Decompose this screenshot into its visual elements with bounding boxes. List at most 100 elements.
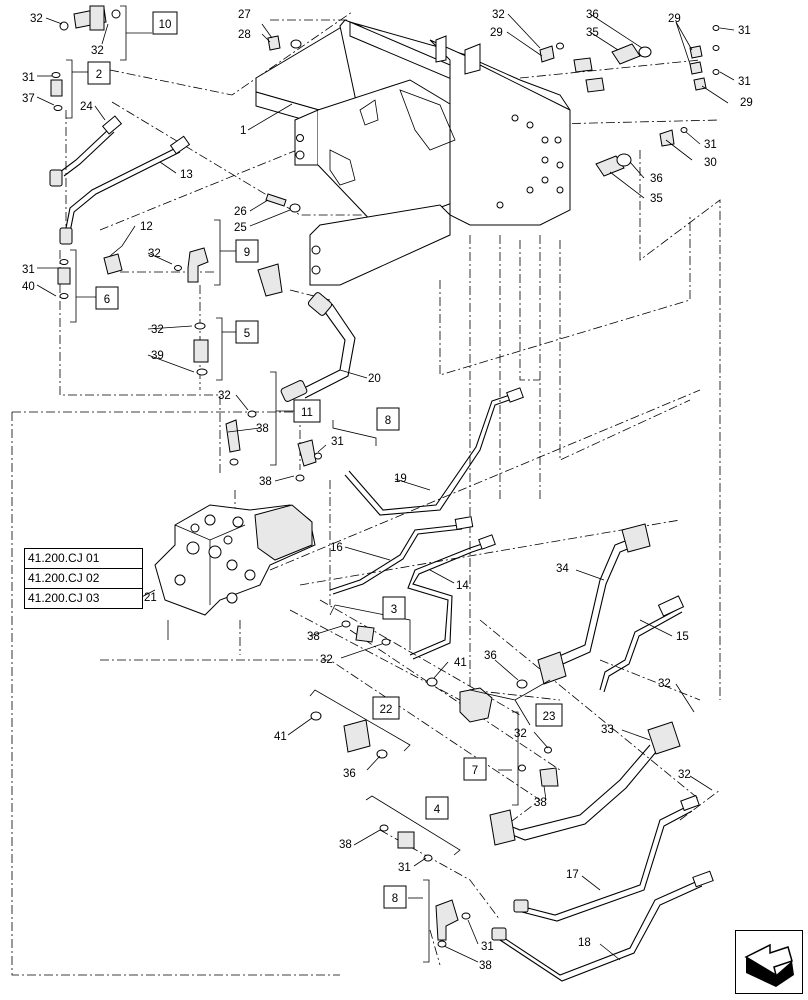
callout-32: 32 [30,13,43,25]
callout-16: 16 [330,542,343,554]
callout-31: 31 [398,862,411,874]
tube-15 [599,595,685,693]
callout-29: 29 [668,13,681,25]
callout-32: 32 [218,390,231,402]
adapter-5 [193,322,209,376]
tube-19 [344,387,524,516]
tube-18 [491,870,714,982]
reference-links: 41.200.CJ 01 41.200.CJ 02 41.200.CJ 03 [24,548,143,609]
callout-38: 38 [479,960,492,972]
callout-20: 20 [368,373,381,385]
callout-28: 28 [238,29,251,41]
hose-20 [257,263,356,402]
callout-12: 12 [140,221,153,233]
callout-31: 31 [481,941,494,953]
callout-38: 38 [307,631,320,643]
box-4: 4 [434,804,441,816]
box-3: 3 [391,604,397,616]
callout-21: 21 [144,592,157,604]
callout-1: 1 [240,125,246,137]
callout-13: 13 [180,169,193,181]
callout-37: 37 [22,93,35,105]
callout-38: 38 [256,423,269,435]
fitting-6 [57,259,71,299]
fitting-10 [59,5,121,31]
elbow-8-bottom [435,899,471,948]
callout-32: 32 [151,324,164,336]
elbow-9 [174,247,209,283]
callout-31: 31 [738,25,751,37]
tube-33 [489,721,681,846]
tube-14 [407,534,496,660]
callout-32: 32 [514,728,527,740]
elbow-8-top [295,439,322,482]
callout-31: 31 [704,139,717,151]
bolt-25-26 [265,193,301,213]
box-8-top: 8 [385,415,391,427]
callout-38: 38 [259,476,272,488]
box-23: 23 [543,711,556,723]
tube-13 [59,135,191,245]
bolt-27-28 [267,35,302,51]
tube-24 [49,115,123,187]
callout-31: 31 [331,436,344,448]
reference-link[interactable]: 41.200.CJ 02 [25,569,142,589]
group-boxes: 10 2 9 6 5 11 8 3 22 23 7 4 8 [87,11,563,909]
callout-36: 36 [343,768,356,780]
callout-26: 26 [234,206,247,218]
reference-link[interactable]: 41.200.CJ 03 [28,591,100,605]
callout-31: 31 [22,264,35,276]
callout-38: 38 [339,839,352,851]
callout-24: 24 [80,101,93,113]
callout-27: 27 [238,9,251,21]
callout-31: 31 [738,76,751,88]
callout-35: 35 [586,27,599,39]
control-valve-21 [154,504,316,616]
callout-29: 29 [740,97,753,109]
callout-32: 32 [91,45,104,57]
callout-15: 15 [676,631,689,643]
mounting-frame [255,19,571,286]
next-page-button[interactable] [735,930,803,994]
callout-14: 14 [456,580,469,592]
callout-36: 36 [650,173,663,185]
callout-32: 32 [320,654,333,666]
box-10: 10 [159,19,172,31]
callout-32: 32 [678,769,691,781]
callout-34: 34 [556,563,569,575]
bracket-lines [66,5,551,963]
callout-25: 25 [234,222,247,234]
fitting-2 [50,72,63,111]
box-6: 6 [104,294,110,306]
callout-numbers: 32 32 31 37 24 13 12 32 31 40 32 39 32 3… [22,9,753,972]
leader-lines [36,13,735,963]
callout-30: 30 [704,157,717,169]
elbow-11 [225,410,257,466]
fitting-3 [341,620,391,646]
box-7: 7 [472,765,478,777]
callout-41: 41 [274,731,287,743]
callout-35: 35 [650,193,663,205]
callout-39: 39 [151,350,164,362]
callout-32: 32 [148,248,161,260]
flanges-35-36 [573,43,652,177]
callout-36: 36 [586,9,599,21]
box-2: 2 [96,69,102,81]
fitting-4 [379,824,433,862]
elbow-7 [518,746,559,787]
callout-38: 38 [534,797,547,809]
callout-32: 32 [658,678,671,690]
callout-19: 19 [394,473,407,485]
tube-16 [329,516,474,595]
next-page-arrow-icon [744,943,794,987]
box-8-bottom: 8 [392,893,398,905]
box-5: 5 [244,328,250,340]
reference-link[interactable]: 41.200.CJ 01 [25,549,142,569]
callout-17: 17 [566,869,579,881]
callout-40: 40 [22,281,35,293]
box-9: 9 [244,247,250,259]
elbow-23 [426,677,528,723]
tube-34 [537,523,651,685]
callout-41: 41 [454,657,467,669]
